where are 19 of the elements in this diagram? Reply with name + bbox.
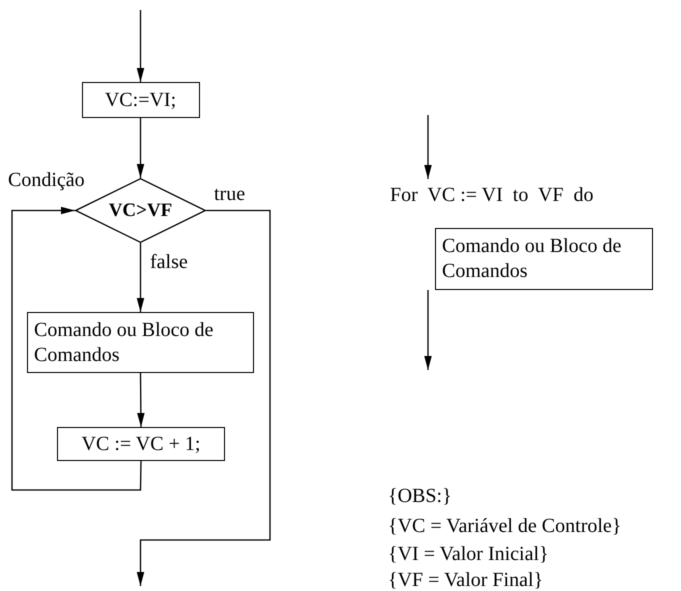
- note-text: {OBS:}: [388, 484, 452, 508]
- edge-label: false: [150, 250, 188, 274]
- edge-label: true: [214, 182, 246, 206]
- process-box: Comando ou Bloco de Comandos: [435, 228, 653, 290]
- note-text: {VI = Valor Inicial}: [388, 542, 549, 566]
- arrow: [424, 115, 432, 179]
- arrow: [136, 10, 144, 82]
- note-text: {VF = Valor Final}: [388, 568, 544, 591]
- arrow: [136, 118, 144, 178]
- arrow: [424, 290, 432, 370]
- arrow: [136, 210, 271, 586]
- note-text: {VC = Variável de Controle}: [388, 514, 622, 538]
- process-box: VC := VC + 1;: [57, 427, 225, 461]
- loop-statement-text: For VC := VI to VF do: [384, 181, 656, 209]
- arrow: [11, 206, 142, 491]
- arrow: [136, 243, 144, 312]
- process-box: VC:=VI;: [82, 82, 200, 118]
- arrow: [137, 373, 145, 427]
- process-box: Comando ou Bloco de Comandos: [27, 312, 254, 373]
